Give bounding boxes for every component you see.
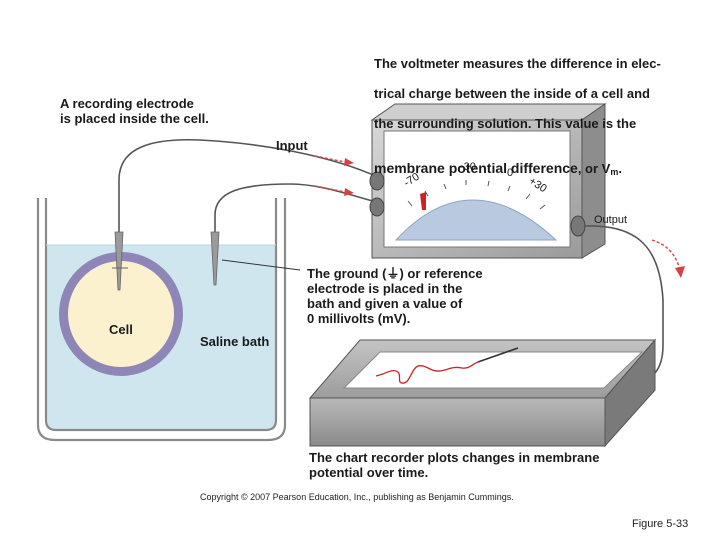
- vm-period: .: [618, 161, 622, 176]
- cell-cytoplasm: [68, 261, 174, 367]
- ground-leader-line: [221, 259, 301, 271]
- recording-electrode: [112, 138, 381, 291]
- voltmeter-caption-line-4: membrane potential difference, or Vm.: [374, 146, 714, 180]
- recorder-trace: [375, 361, 479, 384]
- voltmeter-caption-line-2: trical charge between the inside of a ce…: [374, 86, 650, 101]
- output-label: Output: [594, 214, 628, 226]
- input-jack-1: [369, 171, 385, 191]
- input-arrows: [314, 155, 354, 196]
- recording-electrode-label: A recording electrode is placed inside t…: [60, 96, 209, 126]
- input-label: Input: [276, 138, 308, 153]
- membrane-potential-term: membrane potential difference: [374, 160, 578, 176]
- figure-label: Figure 5-33: [632, 518, 689, 530]
- voltmeter-caption-line-1: The voltmeter measures the difference in…: [374, 56, 661, 71]
- meter-label-minus-30: -30: [460, 161, 476, 173]
- reference-electrode-tip: [210, 231, 220, 286]
- ground-label-prefix: The ground (: [307, 266, 387, 281]
- meter-ticks: [407, 180, 546, 210]
- chart-recorder-caption: The chart recorder plots changes in memb…: [309, 450, 600, 480]
- recorder-paper: [342, 351, 644, 389]
- saline-bath-label: Saline bath: [200, 334, 270, 349]
- beaker-wall: [36, 198, 287, 442]
- cell-label: Cell: [109, 322, 133, 337]
- chart-recorder: [308, 338, 657, 448]
- input-jack-2: [369, 197, 385, 217]
- output-arrow: [651, 239, 685, 278]
- ground-electrode-label: The ground (⏚) or reference electrode is…: [307, 266, 517, 326]
- vm-prefix: , or V: [577, 161, 611, 176]
- copyright-text: Copyright © 2007 Pearson Education, Inc.…: [200, 492, 514, 502]
- meter-needle: [420, 192, 426, 210]
- voltmeter-caption-line-3: the surrounding solution. This value is …: [374, 116, 637, 131]
- voltmeter-caption: The voltmeter measures the difference in…: [374, 41, 714, 195]
- meter-label-zero: 0: [507, 167, 514, 179]
- reference-electrode: [210, 183, 381, 286]
- vm-subscript: m: [610, 167, 619, 177]
- reference-wire: [214, 183, 381, 232]
- recorder-front: [309, 397, 606, 447]
- cell: [59, 252, 183, 376]
- ground-symbol-icon: ⏚: [386, 266, 400, 281]
- recording-wire: [118, 138, 381, 232]
- recording-electrode-tip: [114, 231, 124, 291]
- meter-dial-fill: [394, 199, 558, 241]
- recorder-pen-arm: [477, 347, 519, 363]
- output-jack: [570, 215, 586, 237]
- ground-label-rest: ) or reference electrode is placed in th…: [307, 266, 483, 326]
- voltmeter: [369, 103, 607, 259]
